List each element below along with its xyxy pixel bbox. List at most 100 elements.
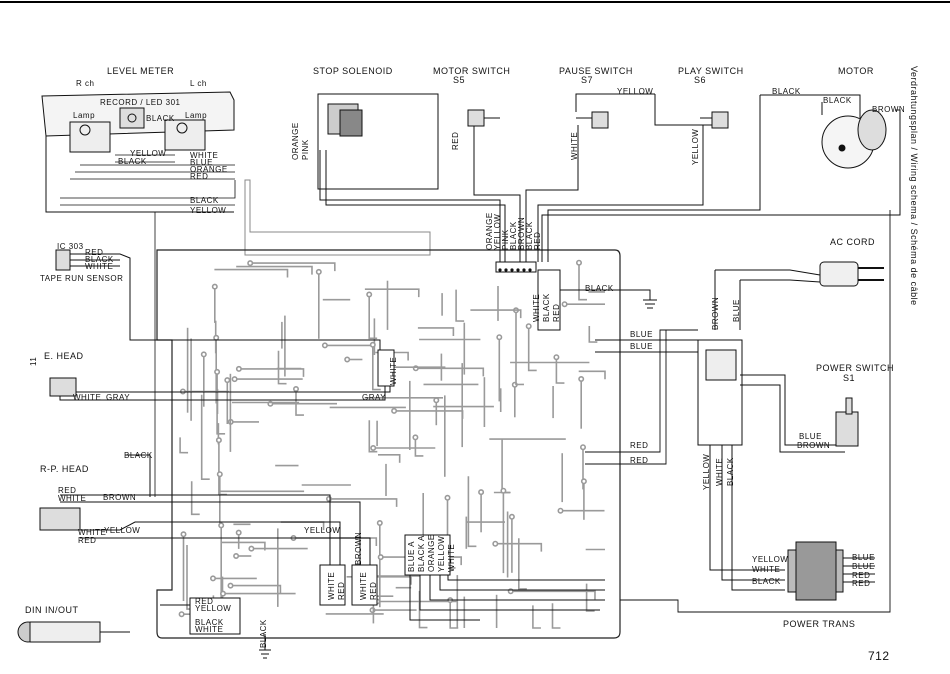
pcb-trace [329, 498, 398, 507]
pcb-trace [230, 584, 282, 594]
wire-label-orange-mid: ORANGE [427, 534, 436, 572]
top-connector [495, 261, 561, 331]
motor-switch [467, 109, 521, 262]
wire-label-yellow-din: YELLOW [195, 604, 232, 613]
wire-label-blue-pcb2: BLUE [630, 342, 653, 351]
wire-label-white-rp3: WHITE [327, 571, 336, 600]
wire-label-red-rp3: RED [337, 581, 346, 600]
pcb-board [244, 179, 431, 256]
pcb-trace [179, 437, 189, 454]
play-switch-label: PLAY SWITCH [678, 66, 744, 76]
connector-pins [498, 268, 532, 272]
pcb-trace [527, 326, 537, 372]
ac-cord [714, 261, 884, 330]
wire-label-yellow-pl: YELLOW [691, 128, 700, 165]
pcb-pad [412, 434, 419, 441]
pcb-pad [557, 507, 564, 514]
wire-label-red-rp: RED [58, 486, 77, 495]
pcb-trace [449, 600, 459, 629]
pcb-pad [233, 552, 240, 559]
wire-label-black-led: BLACK [146, 114, 175, 123]
pcb-trace [394, 410, 464, 419]
pcb-pad [213, 334, 220, 341]
side-page-number: 11 [29, 356, 38, 366]
pcb-trace [214, 268, 289, 278]
pcb-trace [585, 583, 595, 612]
wire-label-white-mid: WHITE [447, 543, 456, 572]
pcb-trace [467, 476, 477, 548]
pcb-pad [315, 268, 322, 275]
wire-label-red-tr2: RED [852, 579, 871, 588]
wire-label-red-conn: RED [552, 303, 561, 322]
wire-label-blue-lm: BLUE [190, 158, 213, 167]
middle-connector [404, 534, 605, 621]
pcb-trace [418, 590, 428, 629]
power-switch-s1 [835, 397, 859, 447]
tape-run-sensor-label: TAPE RUN SENSOR [40, 274, 124, 283]
wire-label-brown-rp: BROWN [103, 493, 137, 502]
wire-label-black-din-gnd: BLACK [259, 619, 268, 648]
wire-label-yellow-lm: YELLOW [130, 149, 167, 158]
pause-switch-label: PAUSE SWITCH [559, 66, 633, 76]
wire-label-blue-tr2: BLUE [852, 562, 875, 571]
wire-label-blue-a: BLUE A [407, 540, 416, 572]
motor [541, 94, 901, 262]
pcb-pad [247, 260, 254, 267]
power-switch-block [697, 339, 845, 591]
wire-label-brown-motor: BROWN [872, 105, 906, 114]
wire-label-orange-sol: ORANGE [291, 122, 300, 160]
level-meter-wires [60, 154, 236, 497]
pcb-trace [364, 288, 420, 298]
wire-label-black-ps2: BLACK [726, 457, 735, 486]
pcb-pad [370, 444, 377, 451]
pcb-pad [433, 397, 440, 404]
wire-label-white-tr: WHITE [752, 565, 781, 574]
wire-label-white-lm: WHITE [190, 151, 219, 160]
pcb-trace [250, 262, 336, 272]
pcb-trace [368, 294, 378, 340]
din-label: DIN IN/OUT [25, 605, 79, 615]
wire-label-red-lm: RED [190, 172, 209, 181]
lamp-left-label: Lamp [73, 111, 96, 120]
wire-label-white-rp: WHITE [58, 494, 87, 503]
wire-label-black-tr: BLACK [752, 577, 781, 586]
pcb-pad [376, 519, 383, 526]
pcb-trace [417, 327, 455, 336]
pcb-trace [555, 357, 565, 384]
wire-label-white-rp4: WHITE [359, 571, 368, 600]
wire-label-black-rp: BLACK [124, 451, 153, 460]
pcb-pad [235, 365, 242, 372]
power-transformer [787, 541, 875, 601]
pcb-pad [325, 495, 332, 502]
pcb-pad [214, 368, 221, 375]
level-meter [41, 91, 235, 213]
e-head [49, 349, 395, 401]
wire-label-red-pcb2: RED [630, 456, 649, 465]
pcb-trace [470, 309, 522, 319]
pcb-trace [372, 344, 381, 391]
pcb-outline [156, 249, 621, 639]
wire-label-red-pcb1: RED [630, 441, 649, 450]
pcb-trace [501, 439, 511, 494]
wire-label-brown-ac: BROWN [711, 296, 720, 330]
pcb-pad [248, 545, 255, 552]
ground-wire-top [560, 289, 657, 309]
pcb-trace [495, 542, 543, 552]
pcb-pad [377, 554, 384, 561]
pcb-pad [292, 385, 299, 392]
rp-head-label: R-P. HEAD [40, 464, 89, 474]
pcb-pad [215, 437, 222, 444]
wire-label-red-din: RED [195, 597, 214, 606]
ic303-label: IC 303 [57, 242, 84, 251]
pcb-pad [224, 377, 231, 384]
wire-label-black-a: BLACK A [417, 535, 426, 572]
pcb-pad [231, 376, 238, 383]
level-meter-r-ch: R ch [76, 79, 95, 88]
pcb-pad [508, 513, 515, 520]
wire-label-red-rp2: RED [78, 536, 97, 545]
wire-label-black-lm2: BLACK [190, 196, 219, 205]
pcb-pad [580, 478, 587, 485]
stop-solenoid-label: STOP SOLENOID [313, 66, 393, 76]
level-meter-title: LEVEL METER [107, 66, 175, 76]
